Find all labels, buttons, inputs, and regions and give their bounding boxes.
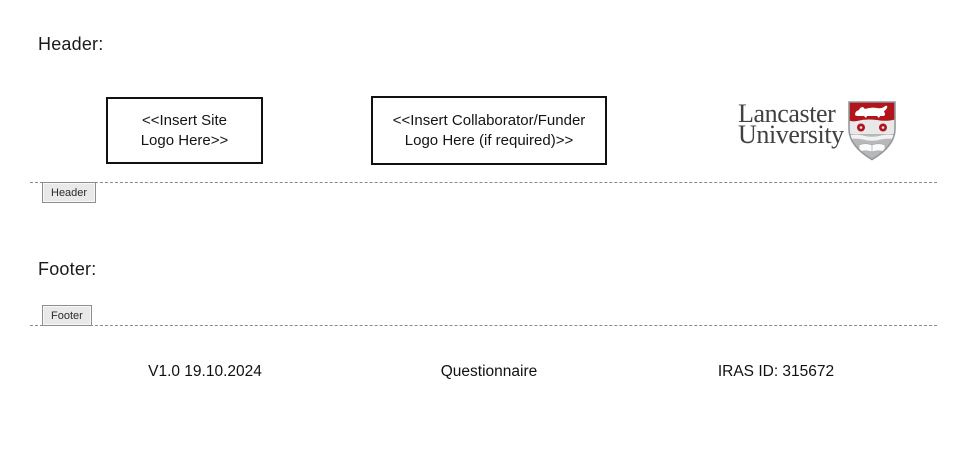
collaborator-logo-placeholder-line2: Logo Here (if required)>>	[404, 131, 574, 149]
footer-version-text[interactable]: V1.0 19.10.2024	[148, 363, 262, 380]
crest-wavy-band	[848, 134, 895, 141]
lancaster-university-logo: Lancaster University	[738, 100, 897, 162]
site-logo-placeholder-box[interactable]: <<Insert Site Logo Here>>	[106, 97, 263, 164]
footer-boundary-dashed-line	[30, 325, 937, 326]
wordmark-line2: University	[738, 120, 844, 149]
header-boundary-tab: Header	[42, 182, 97, 203]
header-section-label: Header:	[38, 34, 104, 54]
footer-document-title[interactable]: Questionnaire	[440, 363, 538, 380]
collaborator-logo-placeholder-box[interactable]: <<Insert Collaborator/Funder Logo Here (…	[371, 96, 607, 165]
footer-boundary-tab: Footer	[42, 305, 92, 326]
crest-outline	[847, 101, 896, 161]
wordmark-line1: Lancaster	[738, 99, 836, 128]
site-logo-placeholder-line1: <<Insert Site	[141, 111, 228, 129]
lancaster-university-wordmark: Lancaster University	[738, 99, 844, 149]
collaborator-logo-placeholder-line1: <<Insert Collaborator/Funder	[392, 111, 586, 129]
footer-iras-id[interactable]: IRAS ID: 315672	[717, 363, 835, 380]
site-logo-placeholder-line2: Logo Here>>	[140, 131, 229, 149]
lancaster-crest-icon	[847, 101, 896, 161]
footer-section-label: Footer:	[38, 259, 97, 279]
header-boundary-dashed-line	[30, 182, 937, 183]
crest-lion	[854, 105, 888, 118]
